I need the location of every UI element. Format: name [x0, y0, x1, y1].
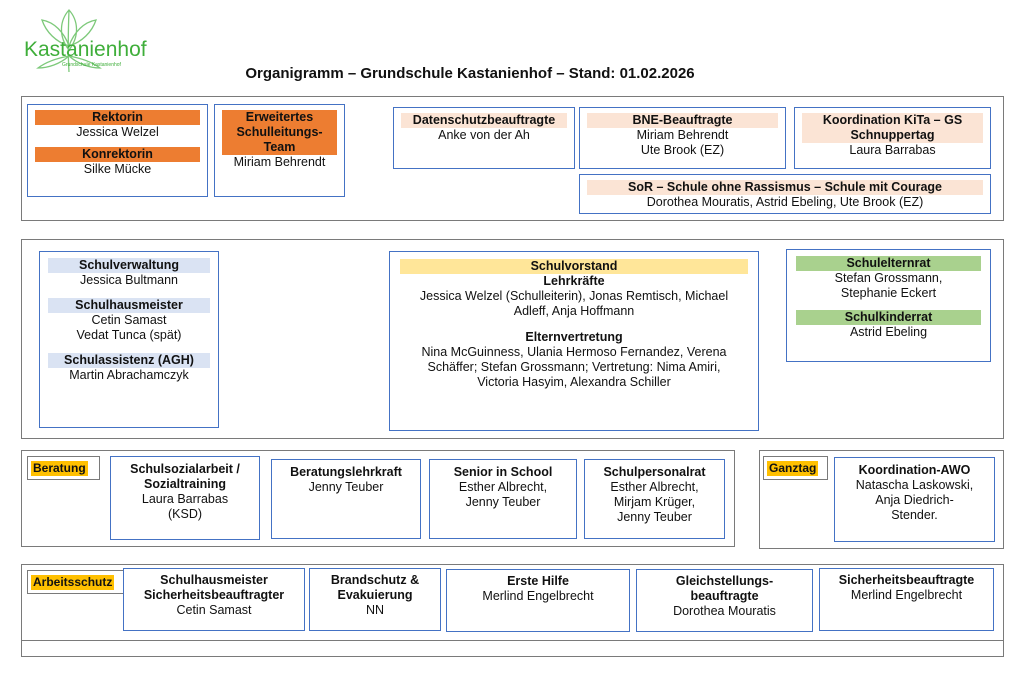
- box-schulsozialarbeit: Schulsozialarbeit / Sozialtraining Laura…: [110, 456, 260, 540]
- bne-name-1: Miriam Behrendt: [636, 128, 729, 142]
- sor-role: SoR – Schule ohne Rassismus – Schule mit…: [587, 180, 983, 195]
- logo-text: Kastanienhof: [24, 38, 147, 61]
- rektorin-name: Jessica Welzel: [76, 125, 159, 139]
- hausmeister-name-1: Cetin Samast: [91, 313, 167, 327]
- page-title: Organigramm – Grundschule Kastanienhof –…: [245, 65, 695, 82]
- logo-subtext: Grundschule Kastanienhof: [62, 62, 121, 68]
- verwaltung-role: Schulverwaltung: [48, 258, 210, 273]
- erweitertes-name: Miriam Behrendt: [233, 155, 326, 169]
- elternrat-role: Schulelternrat: [796, 256, 981, 271]
- kinderrat-role: Schulkinderrat: [796, 310, 981, 325]
- datenschutz-role: Datenschutzbeauftragte: [401, 113, 567, 128]
- box-schulpersonalrat: Schulpersonalrat Esther Albrecht, Mirjam…: [584, 459, 725, 539]
- bne-name-2: Ute Brook (EZ): [640, 143, 725, 157]
- box-koordination-kita: Koordination KiTa – GS Schnuppertag Laur…: [794, 107, 991, 169]
- verwaltung-name: Jessica Bultmann: [80, 273, 178, 287]
- vorstand-role: Schulvorstand: [400, 259, 748, 274]
- eltern-line-3: Victoria Hasyim, Alexandra Schiller: [477, 375, 671, 389]
- box-gleichstellung: Gleichstellungs- beauftragte Dorothea Mo…: [636, 569, 813, 632]
- box-erweitertes-team: Erweitertes Schulleitungs- Team Miriam B…: [214, 104, 345, 197]
- konrektorin-role: Konrektorin: [35, 147, 200, 162]
- konrektorin-name: Silke Mücke: [83, 162, 152, 176]
- box-sor: SoR – Schule ohne Rassismus – Schule mit…: [579, 174, 991, 214]
- box-senior-in-school: Senior in School Esther Albrecht, Jenny …: [429, 459, 577, 539]
- box-sicherheitsbeauftragte: Sicherheitsbeauftragte Merlind Engelbrec…: [819, 568, 994, 631]
- box-rektorin: Rektorin Jessica Welzel Konrektorin Silk…: [27, 104, 208, 197]
- box-koordination-awo: Koordination-AWO Natascha Laskowski, Anj…: [834, 457, 995, 542]
- hausmeister-role: Schulhausmeister: [48, 298, 210, 313]
- elternrat-name-2: Stephanie Eckert: [840, 286, 937, 300]
- elternrat-name-1: Stefan Grossmann,: [834, 271, 943, 285]
- box-schulelternrat: Schulelternrat Stefan Grossmann, Stephan…: [786, 249, 991, 362]
- eltern-line-2: Schäffer; Stefan Grossmann; Vertretung: …: [427, 360, 721, 374]
- eltern-line-1: Nina McGuinness, Ulania Hermoso Fernande…: [421, 345, 727, 359]
- divider-line: [21, 640, 1004, 641]
- box-brandschutz: Brandschutz & Evakuierung NN: [309, 568, 441, 631]
- box-beratungslehrkraft: Beratungslehrkraft Jenny Teuber: [271, 459, 421, 539]
- kita-name: Laura Barrabas: [849, 143, 936, 157]
- box-bne: BNE-Beauftragte Miriam Behrendt Ute Broo…: [579, 107, 786, 169]
- assistenz-name: Martin Abrachamczyk: [69, 368, 189, 382]
- tag-arbeitsschutz: Arbeitsschutz: [27, 570, 124, 594]
- sor-names: Dorothea Mouratis, Astrid Ebeling, Ute B…: [646, 195, 924, 209]
- box-erste-hilfe: Erste Hilfe Merlind Engelbrecht: [446, 569, 630, 632]
- kita-role: Koordination KiTa – GS Schnuppertag: [802, 113, 983, 143]
- lehrkraefte-line-2: Adleff, Anja Hoffmann: [513, 304, 635, 318]
- tag-ganztag: Ganztag: [763, 456, 828, 480]
- lehrkraefte-line-1: Jessica Welzel (Schulleiterin), Jonas Re…: [419, 289, 729, 303]
- datenschutz-name: Anke von der Ah: [438, 128, 530, 142]
- eltern-label: Elternvertretung: [525, 330, 623, 344]
- hausmeister-name-2: Vedat Tunca (spät): [76, 328, 182, 342]
- box-schulverwaltung: Schulverwaltung Jessica Bultmann Schulha…: [39, 251, 219, 428]
- lehrkraefte-label: Lehrkräfte: [543, 274, 605, 288]
- box-datenschutz: Datenschutzbeauftragte Anke von der Ah: [393, 107, 575, 169]
- tag-beratung: Beratung: [27, 456, 100, 480]
- rektorin-role: Rektorin: [35, 110, 200, 125]
- kinderrat-name: Astrid Ebeling: [849, 325, 928, 339]
- bne-role: BNE-Beauftragte: [587, 113, 778, 128]
- logo: Kastanienhof Grundschule Kastanienhof: [24, 6, 154, 78]
- erweitertes-role: Erweitertes Schulleitungs- Team: [222, 110, 337, 155]
- chestnut-leaf-icon: [36, 9, 102, 73]
- assistenz-role: Schulassistenz (AGH): [48, 353, 210, 368]
- box-schulvorstand: Schulvorstand Lehrkräfte Jessica Welzel …: [389, 251, 759, 431]
- box-schulhausmeister-sicherheit: Schulhausmeister Sicherheitsbeauftragter…: [123, 568, 305, 631]
